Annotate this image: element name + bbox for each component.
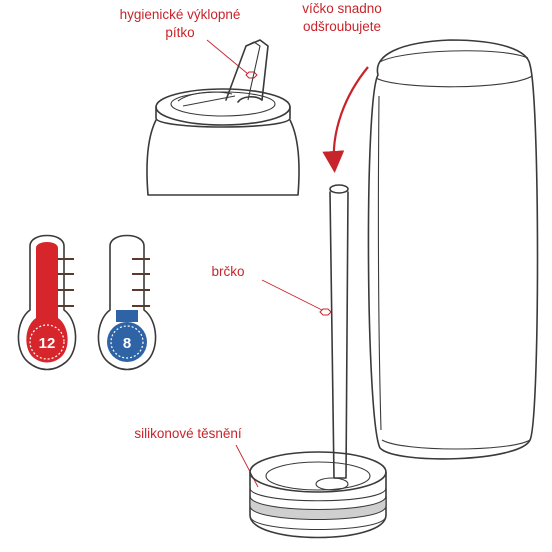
bottle-body-illustration bbox=[367, 39, 539, 460]
thermometer-hot-fill bbox=[107, 322, 147, 362]
leader-straw bbox=[261, 279, 323, 311]
cold-hours-value: 12 bbox=[39, 335, 56, 352]
label-straw: brčko bbox=[211, 264, 244, 279]
label-flip-straw-line1: hygienické výklopné bbox=[120, 7, 241, 22]
hex-marker-flip-straw bbox=[245, 71, 258, 79]
hot-hours-value: 8 bbox=[123, 335, 131, 352]
label-flip-straw-line2: pítko bbox=[165, 25, 194, 40]
unscrew-arrow bbox=[322, 66, 369, 173]
hex-marker-straw bbox=[319, 308, 332, 316]
bottom-lid-illustration bbox=[249, 451, 387, 539]
silicone-seal-band bbox=[249, 495, 387, 521]
leader-flip-straw bbox=[206, 39, 249, 75]
thermometer-cold: 12 bbox=[17, 234, 77, 371]
straw-illustration bbox=[329, 184, 349, 479]
thermometer-cold-fill bbox=[26, 242, 68, 363]
thermometer-hot: 8 bbox=[97, 234, 157, 371]
label-lid-line2: odšroubujete bbox=[303, 19, 381, 34]
label-silicone-seal: silikonové těsnění bbox=[134, 426, 242, 441]
leader-seal bbox=[235, 444, 259, 488]
label-lid-line1: víčko snadno bbox=[302, 1, 382, 16]
top-lid-illustration bbox=[146, 39, 300, 196]
